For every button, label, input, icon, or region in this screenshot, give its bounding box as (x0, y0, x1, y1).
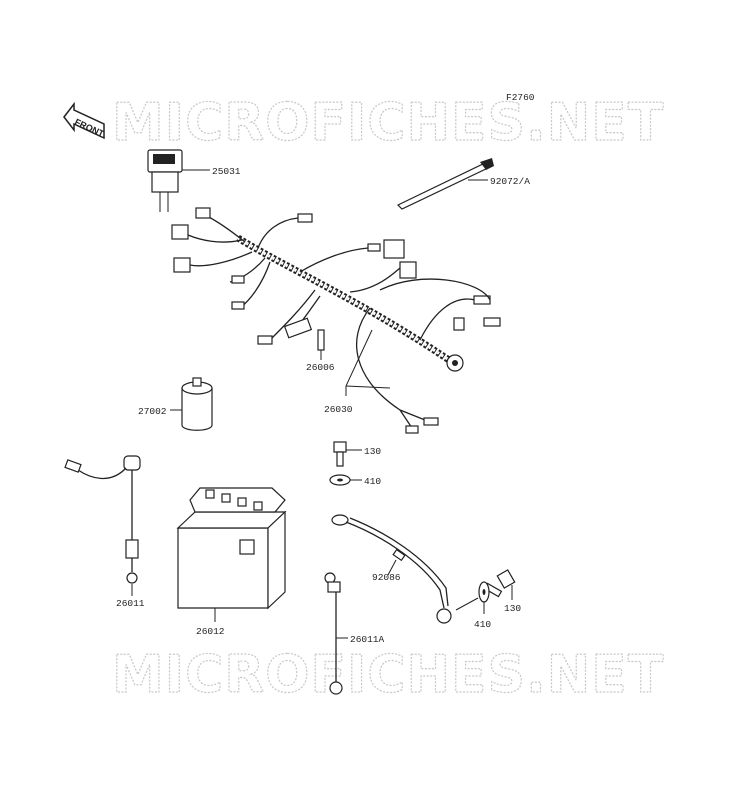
label-26011a: 26011A (350, 634, 385, 645)
label-92086: 92086 (372, 572, 401, 583)
ground-cable-92086[interactable] (331, 514, 452, 624)
label-410-bottom: 410 (474, 619, 491, 630)
hour-meter-25031[interactable] (147, 149, 183, 212)
battery-26012[interactable] (176, 487, 287, 610)
washer-410-bottom[interactable] (478, 581, 490, 603)
fuse-26006[interactable] (317, 329, 325, 351)
label-26012: 26012 (196, 626, 225, 637)
label-92072a: 92072/A (490, 176, 530, 187)
label-27002: 27002 (138, 406, 167, 417)
label-26006: 26006 (306, 362, 335, 373)
watermark-top: MICROFICHES.NET (112, 93, 664, 153)
wiring-harness-26030[interactable] (171, 207, 501, 434)
battery-cable-26011a[interactable] (324, 572, 343, 695)
label-410-top: 410 (364, 476, 381, 487)
front-arrow-icon: FRONT (63, 101, 106, 140)
label-25031: 25031 (212, 166, 241, 177)
label-26030: 26030 (324, 404, 353, 415)
figure-code: F2760 (506, 92, 535, 103)
washer-410-top[interactable] (329, 474, 351, 486)
band-92072a[interactable] (396, 158, 494, 210)
battery-cable-26011[interactable] (64, 455, 141, 584)
watermark-bottom: MICROFICHES.NET (112, 645, 664, 705)
label-130-bottom: 130 (504, 603, 521, 614)
relay-27002[interactable] (181, 377, 213, 431)
bolt-130-top[interactable] (333, 441, 347, 467)
label-26011: 26011 (116, 598, 145, 609)
label-130-top: 130 (364, 446, 381, 457)
